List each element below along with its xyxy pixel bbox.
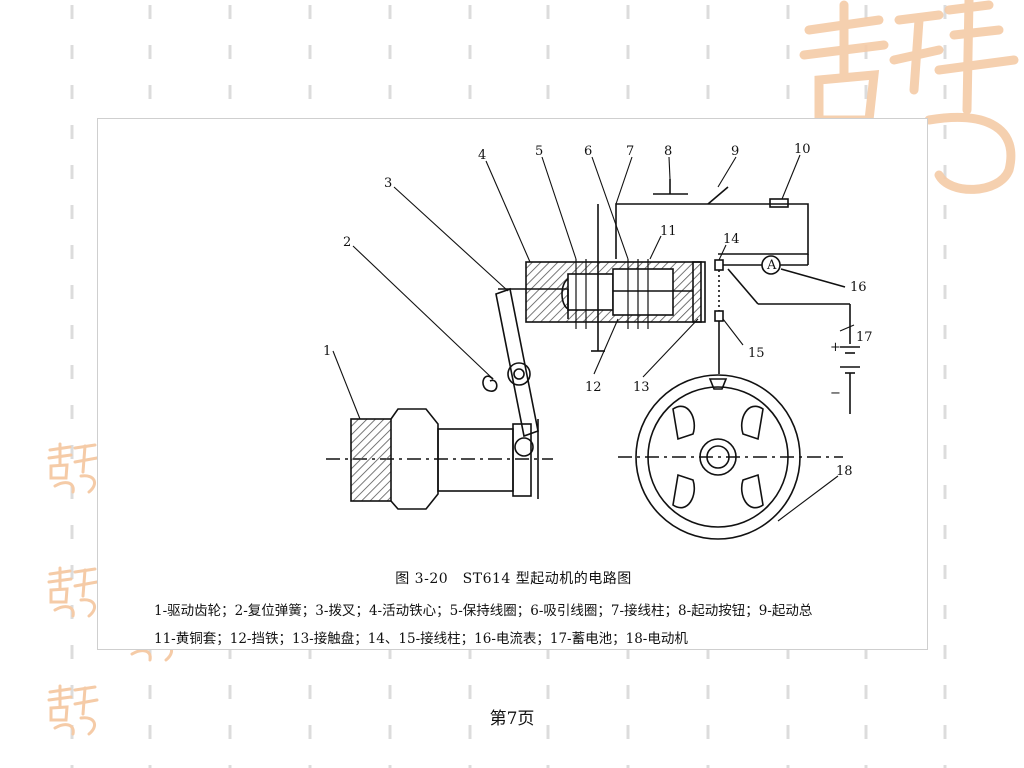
page-number: 第7页 xyxy=(489,709,535,729)
label-7: 7 xyxy=(626,144,634,159)
label-8: 8 xyxy=(664,144,672,159)
label-17: 17 xyxy=(856,330,873,345)
label-15: 15 xyxy=(748,346,765,361)
figure-title: 图 3-20 ST614 型起动机的电路图 xyxy=(395,571,632,587)
figure-legend-line-2: 11-黄铜套；12-挡铁；13-接触盘；14、15-接线柱；16-电流表；17-… xyxy=(154,631,688,647)
label-4: 4 xyxy=(478,148,486,163)
label-11: 11 xyxy=(660,224,677,239)
label-1: 1 xyxy=(323,344,331,359)
battery-minus: − xyxy=(830,386,841,401)
label-16: 16 xyxy=(850,280,867,295)
label-5: 5 xyxy=(535,144,543,159)
label-3: 3 xyxy=(384,176,392,191)
label-6: 6 xyxy=(584,144,592,159)
seal-decoration-small xyxy=(47,684,99,736)
seal-decoration-small xyxy=(47,442,99,494)
seal-decoration-small xyxy=(47,566,99,618)
starter-circuit-diagram: 1 2 3 4 5 6 7 8 9 10 11 12 13 14 15 16 1… xyxy=(323,142,873,540)
label-13: 13 xyxy=(633,380,650,395)
label-2: 2 xyxy=(343,235,351,250)
label-9: 9 xyxy=(731,144,739,159)
label-12: 12 xyxy=(585,380,602,395)
battery-plus: + xyxy=(830,340,841,355)
figure-legend-line-1: 1-驱动齿轮；2-复位弹簧；3-拨叉；4-活动铁心；5-保持线圈；6-吸引线圈；… xyxy=(154,603,813,619)
label-18: 18 xyxy=(836,464,853,479)
starter-circuit-figure: 1 2 3 4 5 6 7 8 9 10 11 12 13 14 15 16 1… xyxy=(97,118,928,650)
label-10: 10 xyxy=(794,142,811,157)
ammeter-symbol: A xyxy=(766,258,777,273)
label-14: 14 xyxy=(723,232,740,247)
